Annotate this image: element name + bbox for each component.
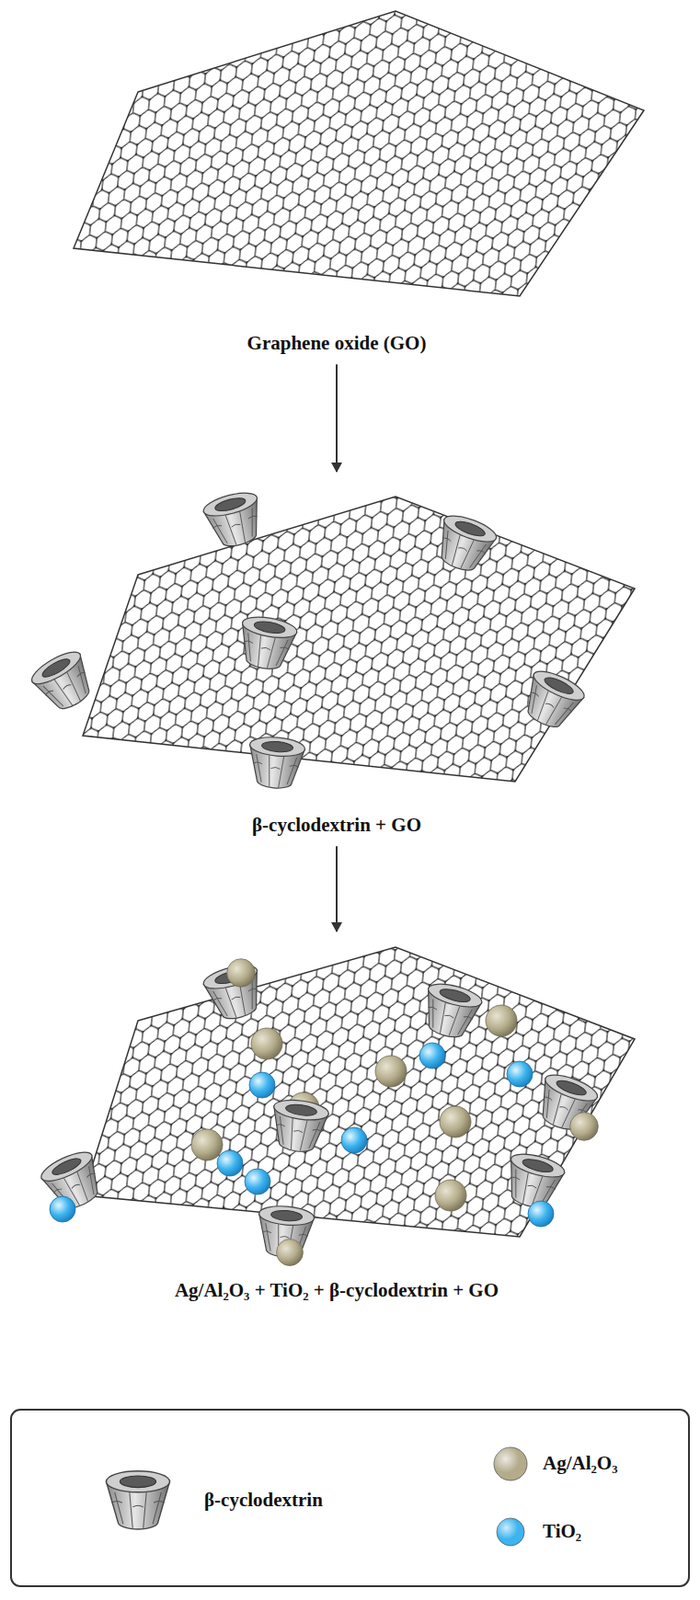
legend-swatch <box>492 1445 529 1483</box>
legend-label: Ag/Al₂O₃ <box>542 1451 618 1476</box>
stage-caption: Ag/Al₂O₃ + TiO₂ + β-cyclodextrin + GO <box>88 1278 586 1303</box>
stage-panel: β-cyclodextrin + GO <box>88 473 586 843</box>
process-arrow <box>335 846 338 932</box>
process-arrow <box>335 364 338 472</box>
stage-caption: β-cyclodextrin + GO <box>88 813 586 838</box>
legend-label: TiO₂ <box>542 1519 582 1544</box>
legend-label: β-cyclodextrin <box>204 1488 323 1513</box>
stage-caption: Graphene oxide (GO) <box>88 331 586 356</box>
legend-swatch <box>494 1516 527 1549</box>
stage-panel: Graphene oxide (GO) <box>88 0 586 361</box>
stage-panel: Ag/Al₂O₃ + TiO₂ + β-cyclodextrin + GO <box>88 933 586 1309</box>
